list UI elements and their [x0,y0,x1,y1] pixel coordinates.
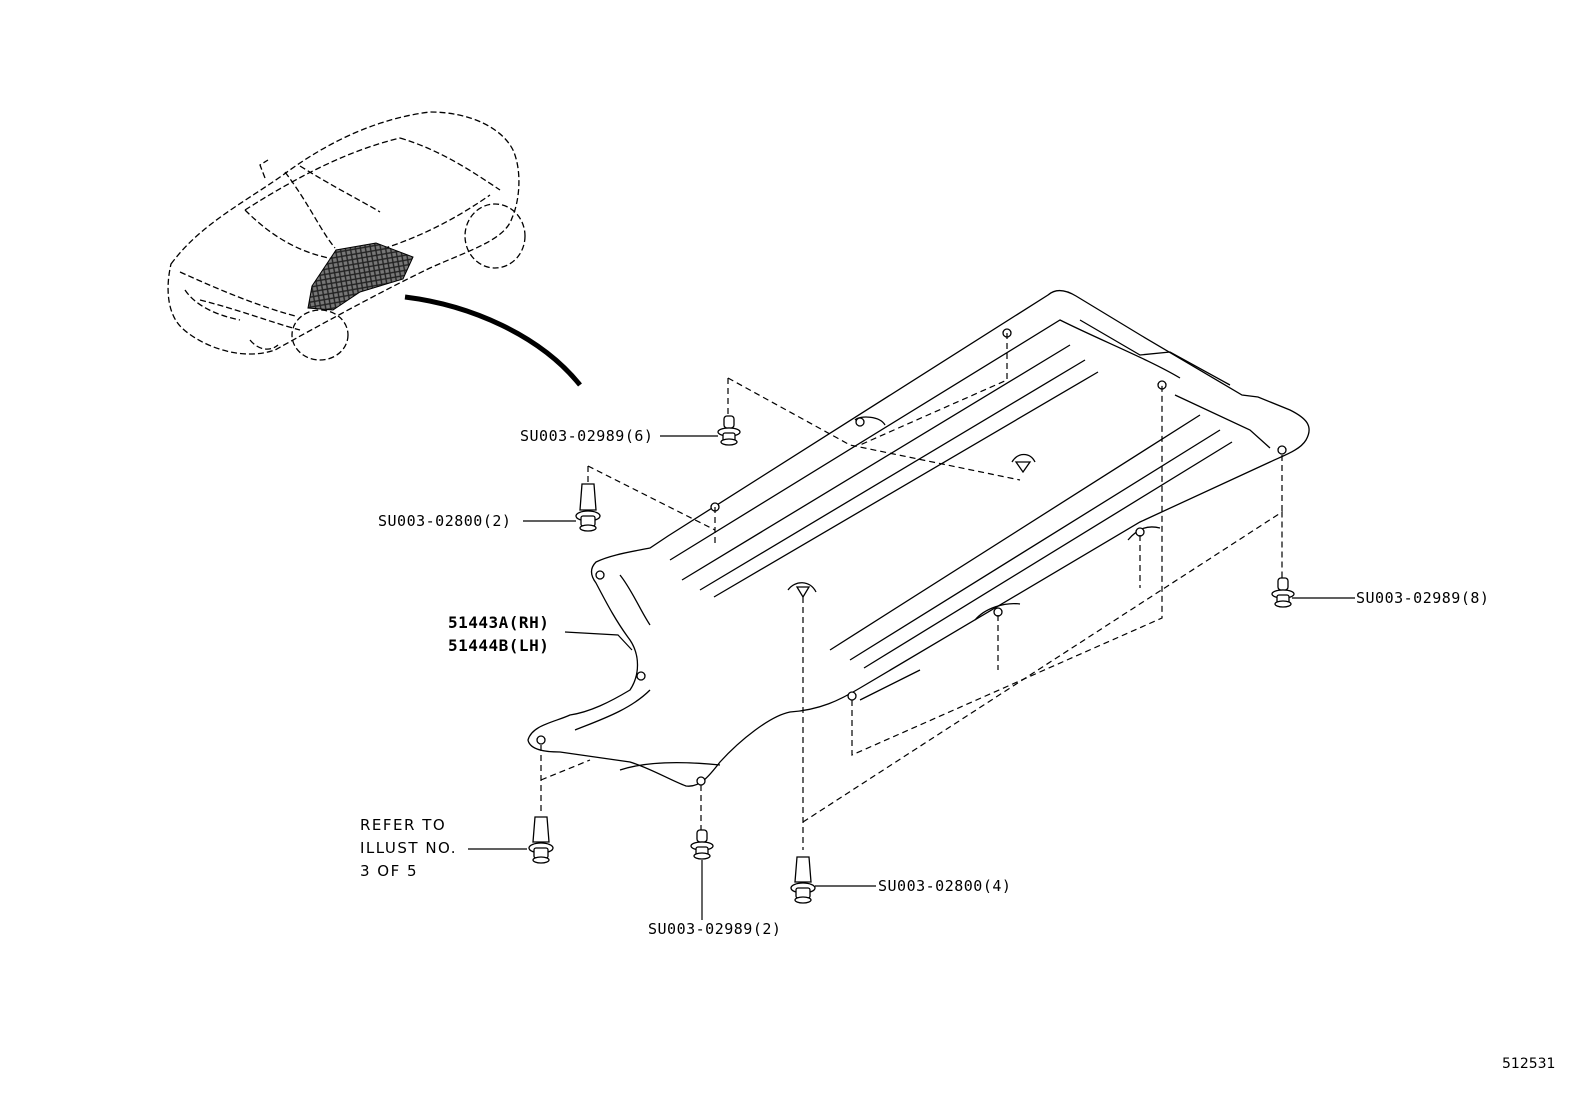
clip-fastener-right [1271,577,1295,608]
refer-note-line1: REFER TO [360,816,447,834]
label-clip-top: SU003-02989(6) [520,427,654,445]
label-clip-bottom: SU003-02989(2) [648,920,782,938]
illustration-id: 512531 [1502,1056,1556,1072]
assembly-lines [540,333,1283,850]
panel-mount-holes [536,328,1287,786]
car-overview [167,111,526,361]
pin-fastener-bottom [790,856,816,904]
refer-note-line3: 3 OF 5 [360,862,419,880]
refer-note-line2: ILLUST NO. [360,839,458,857]
car-undercover-highlight [307,242,414,311]
label-leaders [468,435,1355,920]
callout-arrow [404,294,582,387]
pin-fastener-left [575,483,601,532]
label-pin-left: SU003-02800(2) [378,512,512,530]
label-pin-bottom: SU003-02800(4) [878,877,1012,895]
label-cover-lh: 51444B(LH) [448,636,550,655]
label-clip-right: SU003-02989(8) [1356,589,1490,607]
clip-fastener-bottom [690,829,714,860]
label-cover-rh: 51443A(RH) [448,613,550,632]
pin-fastener-refer [528,816,554,864]
clip-fastener-top [717,415,741,446]
undercover-panel [527,289,1310,787]
